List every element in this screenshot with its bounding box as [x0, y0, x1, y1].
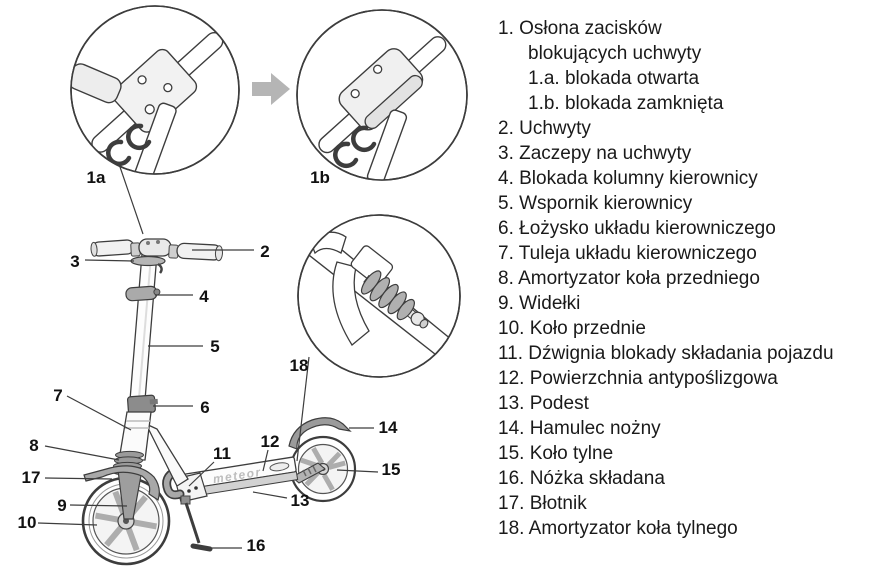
parts-list-line: 1. Osłona zacisków	[498, 18, 662, 39]
hook-icon	[106, 139, 132, 167]
handlebar	[90, 238, 223, 274]
part-label-5: 5	[210, 337, 219, 356]
part-label-10: 10	[18, 513, 37, 532]
part-label-11: 11	[213, 444, 231, 463]
deck: meteor	[177, 456, 299, 499]
steering-sleeve	[118, 411, 152, 461]
callout-rear-shock	[297, 214, 461, 378]
part-label-7: 7	[53, 386, 62, 405]
frame-brace	[144, 422, 189, 487]
part-label-9: 9	[57, 496, 66, 515]
parts-list-line: 17. Błotnik	[498, 493, 587, 514]
rear-fender-brake	[288, 417, 352, 450]
part-label-3: 3	[70, 252, 79, 271]
steering-column	[129, 253, 158, 401]
parts-list-line: 10. Koło przednie	[498, 318, 646, 339]
column-lock-collar	[125, 285, 161, 302]
part-label-2: 2	[260, 242, 269, 261]
parts-list-line: 8. Amortyzator koła przedniego	[498, 268, 760, 289]
hook-icon	[351, 125, 377, 153]
parts-list-line: 3. Zaczepy na uchwyty	[498, 143, 692, 164]
leader-lines	[37, 163, 379, 549]
parts-list-line: 12. Powierzchnia antypoślizgowa	[498, 368, 778, 389]
callout-clamp-closed	[296, 9, 468, 181]
part-label-16: 16	[247, 536, 266, 555]
kickstand	[180, 495, 213, 552]
rear-swingarm	[291, 462, 326, 484]
part-label-4: 4	[199, 287, 209, 306]
callout-clamp-open	[70, 5, 240, 175]
parts-list-line: blokujących uchwyty	[528, 43, 702, 64]
parts-list: 1. Osłona zacisków blokujących uchwyty 1…	[498, 16, 876, 541]
folding-lock-lever	[162, 466, 185, 500]
callout-label-1a: 1a	[87, 168, 106, 187]
part-label-8: 8	[29, 436, 38, 455]
part-label-15: 15	[382, 460, 401, 479]
part-label-13: 13	[291, 491, 310, 510]
parts-list-line: 7. Tuleja układu kierowniczego	[498, 243, 757, 264]
parts-list-line: 15. Koło tylne	[498, 443, 614, 464]
scooter-diagram: meteor	[18, 5, 468, 566]
parts-list-line: 5. Wspornik kierownicy	[498, 193, 693, 214]
deck-oval-cutout	[269, 462, 290, 472]
arrow-right-icon	[252, 73, 290, 105]
parts-list-line: 14. Hamulec nożny	[498, 418, 661, 439]
part-label-18: 18	[290, 356, 309, 375]
front-fender	[83, 465, 160, 501]
part-label-6: 6	[200, 398, 209, 417]
callout-label-1b: 1b	[310, 168, 330, 187]
parts-list-line: 1.a. blokada otwarta	[528, 68, 700, 89]
hook-icon	[333, 141, 359, 169]
parts-list-line: 6. Łożysko układu kierowniczego	[498, 218, 776, 239]
part-label-12: 12	[261, 432, 280, 451]
hook-icon	[157, 262, 163, 274]
parts-list-line: 16. Nóżka składana	[498, 468, 665, 489]
part-label-17: 17	[22, 468, 41, 487]
part-labels: 1a 1b 2 3 4 5 6 7 8 9 10 11 12 13 14 15 …	[18, 168, 401, 555]
parts-list-line: 18. Amortyzator koła tylnego	[498, 518, 738, 539]
parts-list-line: 13. Podest	[498, 393, 589, 414]
parts-list-line: 11. Dźwignia blokady składania pojazdu	[498, 343, 834, 364]
parts-list-line: 2. Uchwyty	[498, 118, 591, 139]
spring-coil-icon	[360, 270, 429, 329]
scooter-drawing: meteor	[81, 238, 357, 566]
hook-icon	[126, 123, 152, 151]
parts-list-line: 1.b. blokada zamknięta	[528, 93, 724, 114]
part-label-14: 14	[379, 418, 398, 437]
parts-list-line: 9. Widełki	[498, 293, 581, 314]
parts-list-line: 4. Blokada kolumny kierownicy	[498, 168, 758, 189]
steering-bearing-clamp	[127, 394, 158, 415]
scooter-diagram-svg: meteor	[18, 5, 468, 566]
